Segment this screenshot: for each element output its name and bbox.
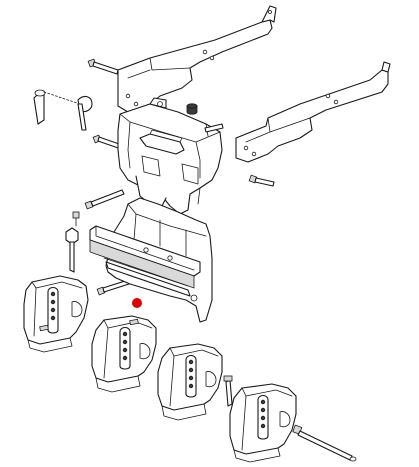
suitcase-weight-4 (229, 383, 297, 463)
highlight-marker (132, 298, 142, 308)
side-frame-rail-lower (235, 61, 391, 163)
retaining-pin-vertical (65, 211, 80, 273)
suitcase-weight-3 (157, 343, 223, 421)
suitcase-weight-1 (23, 275, 89, 353)
weight-bracket-casting (117, 97, 224, 215)
bolt-weight-small (223, 375, 233, 407)
bolt-mid-left (92, 134, 123, 150)
bolt-lower-right (248, 174, 275, 187)
retaining-rod (292, 424, 357, 462)
bolt-carrier (96, 279, 130, 296)
side-frame-rail-upper (117, 5, 277, 113)
suitcase-weight-2 (91, 315, 157, 393)
locking-pin-with-chain (33, 89, 93, 131)
front-weight-carrier-plate (89, 197, 213, 323)
bolt-upper-left (87, 58, 119, 75)
bolt-long-left (84, 189, 125, 210)
